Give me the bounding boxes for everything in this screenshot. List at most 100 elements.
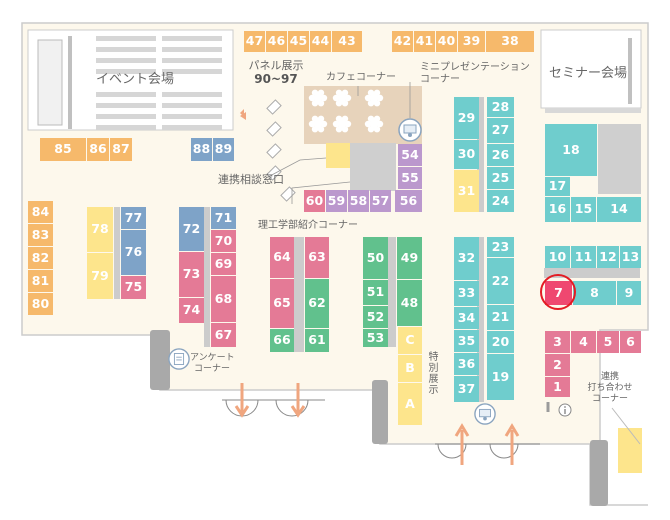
booth-68[interactable]: 68 [211, 276, 236, 322]
booth-21[interactable]: 21 [487, 305, 514, 330]
booth-15[interactable]: 15 [571, 197, 596, 222]
booth-85[interactable]: 85 [40, 138, 86, 161]
booth-30[interactable]: 30 [454, 140, 479, 169]
booth-27[interactable]: 27 [487, 118, 514, 143]
booth-72[interactable]: 72 [179, 207, 204, 251]
booth-37[interactable]: 37 [454, 376, 479, 402]
booth-51[interactable]: 51 [363, 280, 388, 305]
booth-48[interactable]: 48 [397, 280, 422, 326]
booth-64[interactable]: 64 [270, 237, 294, 278]
booth-50[interactable]: 50 [363, 237, 388, 279]
booth-84[interactable]: 84 [28, 201, 53, 223]
booth-10[interactable]: 10 [545, 246, 570, 268]
booth-82[interactable]: 82 [28, 247, 53, 269]
booth-2[interactable]: 2 [545, 354, 570, 376]
meeting-label-3: コーナー [591, 394, 628, 404]
panel-icon [266, 99, 296, 202]
booth-58[interactable]: 58 [348, 190, 369, 212]
booth-31[interactable]: 31 [454, 170, 479, 212]
booth-6[interactable]: 6 [620, 331, 641, 353]
booth-32[interactable]: 32 [454, 237, 479, 280]
booth-34[interactable]: 34 [454, 307, 479, 329]
booth-23[interactable]: 23 [487, 237, 514, 257]
booth-88[interactable]: 88 [191, 138, 212, 161]
booth-5[interactable]: 5 [597, 331, 619, 353]
booth-71[interactable]: 71 [211, 207, 236, 229]
booth-45[interactable]: 45 [288, 31, 309, 52]
booth-38[interactable]: 38 [486, 31, 534, 52]
booth-76[interactable]: 76 [121, 230, 146, 275]
booth-80[interactable]: 80 [28, 293, 53, 315]
booth-16[interactable]: 16 [545, 197, 570, 222]
booth-41[interactable]: 41 [414, 31, 435, 52]
booth-60[interactable]: 60 [304, 190, 325, 212]
seat-row [162, 92, 222, 97]
booth-83[interactable]: 83 [28, 224, 53, 246]
booth-65[interactable]: 65 [270, 279, 294, 328]
booth-87[interactable]: 87 [110, 138, 132, 161]
seat-row [96, 125, 156, 130]
booth-54[interactable]: 54 [398, 144, 422, 166]
seat-row [162, 125, 222, 130]
booth-22[interactable]: 22 [487, 258, 514, 304]
booth-b[interactable]: B [398, 355, 422, 382]
booth-3[interactable]: 3 [545, 331, 570, 353]
booth-42[interactable]: 42 [392, 31, 413, 52]
booth-18[interactable]: 18 [545, 124, 597, 176]
cafe-table [364, 115, 384, 133]
booth-9[interactable]: 9 [617, 281, 641, 305]
booth-53[interactable]: 53 [363, 329, 388, 347]
booth-70[interactable]: 70 [211, 230, 236, 252]
booth-59[interactable]: 59 [326, 190, 347, 212]
booth-43[interactable]: 43 [332, 31, 362, 52]
booth-89[interactable]: 89 [213, 138, 234, 161]
booth-78[interactable]: 78 [87, 207, 113, 252]
booth-39[interactable]: 39 [458, 31, 485, 52]
booth-a[interactable]: A [398, 383, 422, 425]
booth-14[interactable]: 14 [597, 197, 641, 222]
booth-49[interactable]: 49 [397, 237, 422, 279]
booth-73[interactable]: 73 [179, 252, 204, 297]
booth-63[interactable]: 63 [305, 237, 329, 278]
booth-55[interactable]: 55 [398, 167, 422, 189]
booth-44[interactable]: 44 [310, 31, 331, 52]
booth-c[interactable]: C [398, 327, 422, 354]
booth-25[interactable]: 25 [487, 167, 514, 189]
booth-4[interactable]: 4 [571, 331, 596, 353]
booth-75[interactable]: 75 [121, 276, 146, 299]
booth-61[interactable]: 61 [305, 329, 329, 352]
booth-67[interactable]: 67 [211, 323, 236, 347]
booth-12[interactable]: 12 [597, 246, 619, 268]
special-exhibit-3: 展 [428, 374, 439, 385]
booth-29[interactable]: 29 [454, 97, 479, 139]
booth-19[interactable]: 19 [487, 354, 514, 400]
booth-74[interactable]: 74 [179, 298, 204, 323]
booth-57[interactable]: 57 [370, 190, 391, 212]
booth-86[interactable]: 86 [87, 138, 109, 161]
booth-26[interactable]: 26 [487, 144, 514, 166]
booth-62[interactable]: 62 [305, 279, 329, 328]
booth-79[interactable]: 79 [87, 253, 113, 299]
booth-33[interactable]: 33 [454, 281, 479, 306]
booth-28[interactable]: 28 [487, 97, 514, 117]
booth-66[interactable]: 66 [270, 329, 294, 352]
booth-36[interactable]: 36 [454, 353, 479, 375]
booth-47[interactable]: 47 [244, 31, 265, 52]
booth-40[interactable]: 40 [436, 31, 457, 52]
booth-46[interactable]: 46 [266, 31, 287, 52]
booth-8[interactable]: 8 [573, 281, 616, 305]
booth-1[interactable]: 1 [545, 377, 570, 397]
booth-13[interactable]: 13 [620, 246, 641, 268]
booth-77[interactable]: 77 [121, 207, 146, 229]
booth-52[interactable]: 52 [363, 306, 388, 328]
booth-69[interactable]: 69 [211, 253, 236, 275]
booth-24[interactable]: 24 [487, 190, 514, 212]
cafe-table [364, 89, 384, 107]
booth-35[interactable]: 35 [454, 330, 479, 352]
survey-label-2: コーナー [194, 364, 231, 374]
booth-17[interactable]: 17 [545, 177, 570, 196]
booth-20[interactable]: 20 [487, 331, 514, 353]
booth-56[interactable]: 56 [395, 190, 422, 212]
booth-81[interactable]: 81 [28, 270, 53, 292]
booth-11[interactable]: 11 [571, 246, 596, 268]
